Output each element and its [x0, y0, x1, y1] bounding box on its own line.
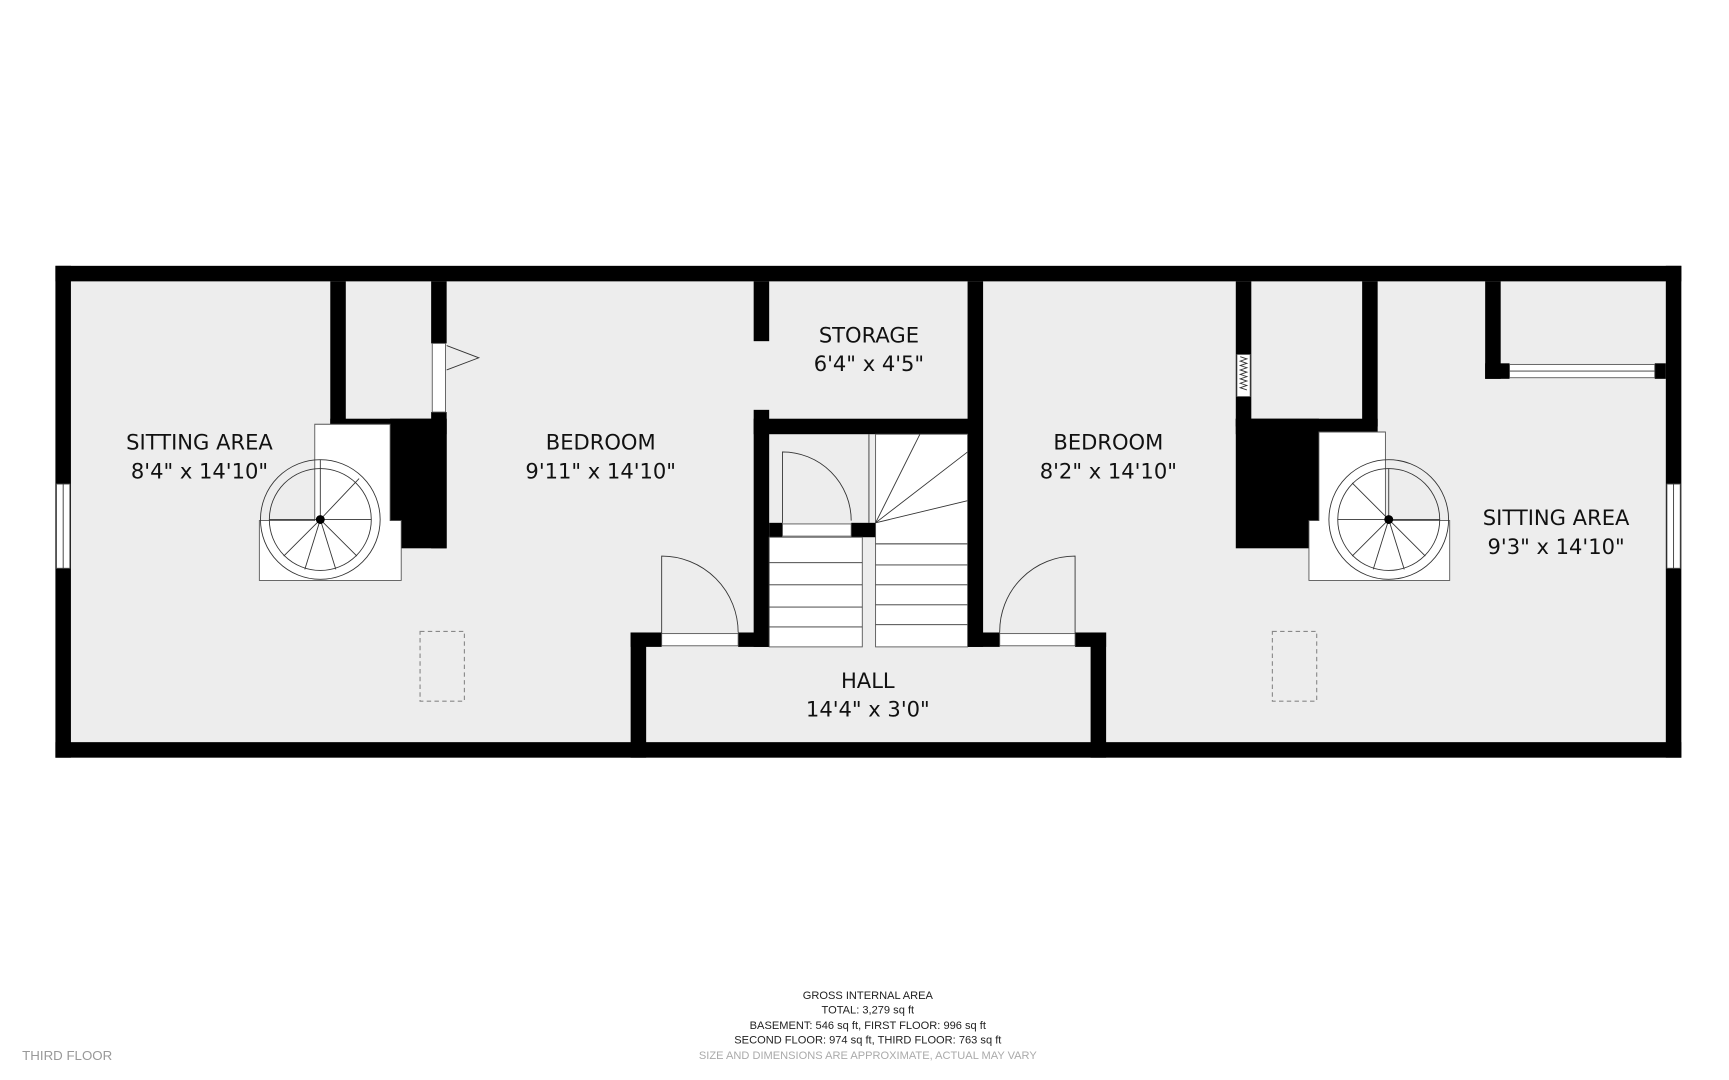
sliding-door [1509, 363, 1656, 379]
room-name: BEDROOM [546, 430, 656, 455]
room-name: HALL [841, 668, 895, 693]
area-title: GROSS INTERNAL AREA [803, 990, 934, 1002]
main-staircase [768, 433, 969, 648]
closet-door-right [1236, 354, 1251, 397]
skylight-left [419, 630, 465, 702]
room-size: 8'4" x 14'10" [131, 459, 268, 484]
room-size: 6'4" x 4'5" [814, 351, 924, 376]
room-size: 14'4" x 3'0" [806, 697, 930, 722]
room-name: SITTING AREA [126, 430, 273, 455]
room-size: 9'3" x 14'10" [1488, 534, 1625, 559]
area-line-1: BASEMENT: 546 sq ft, FIRST FLOOR: 996 sq… [750, 1020, 986, 1032]
bedroom-door-left [661, 555, 739, 647]
room-name: SITTING AREA [1483, 505, 1630, 530]
outer-walls [55, 265, 1682, 758]
skylight-right [1271, 630, 1318, 702]
bedroom-door-right [999, 555, 1076, 647]
area-line-2: SECOND FLOOR: 974 sq ft, THIRD FLOOR: 76… [734, 1034, 1001, 1046]
spiral-stair-left [258, 423, 402, 581]
room-size: 8'2" x 14'10" [1040, 459, 1177, 484]
closet-door-left [431, 342, 481, 413]
room-name: STORAGE [819, 322, 919, 347]
room-name: BEDROOM [1053, 430, 1163, 455]
storage-door [782, 451, 852, 537]
spiral-stair-right [1308, 431, 1451, 581]
area-total: TOTAL: 3,279 sq ft [822, 1005, 915, 1017]
room-size: 9'11" x 14'10" [525, 459, 676, 484]
floor-label: THIRD FLOOR [22, 1048, 112, 1063]
disclaimer: SIZE AND DIMENSIONS ARE APPROXIMATE, ACT… [699, 1050, 1037, 1062]
